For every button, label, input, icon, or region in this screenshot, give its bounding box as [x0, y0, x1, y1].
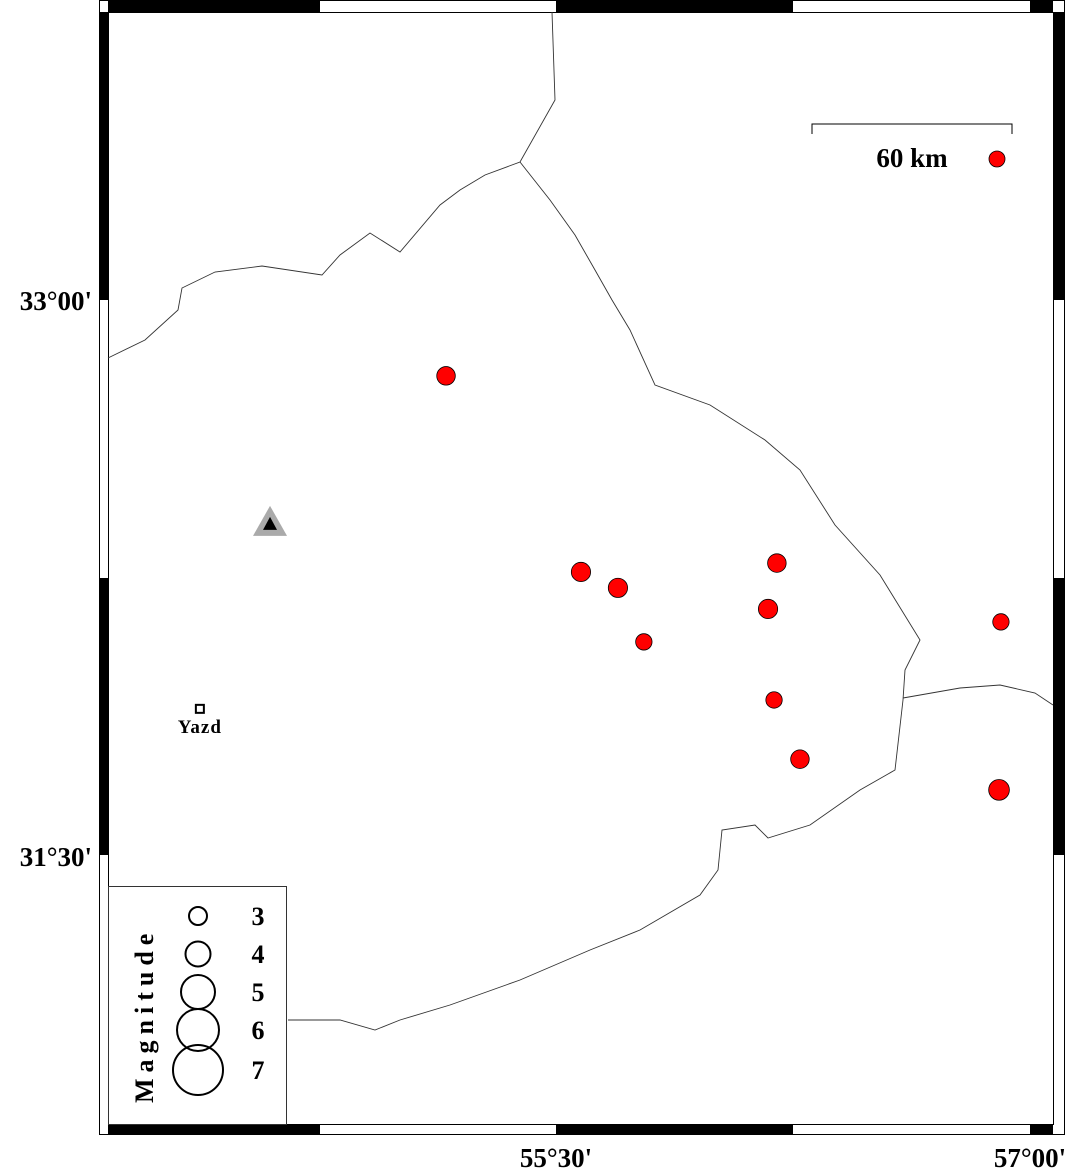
province-boundaries: [107, 11, 1054, 1031]
legend-label-4: 4: [252, 940, 265, 969]
events-layer: [436, 366, 1010, 801]
station-marker: [253, 505, 288, 536]
lon-label-left: 55°30': [520, 1143, 592, 1172]
scale-event-symbol: [988, 150, 1006, 168]
earthquake-event-6: [757, 598, 779, 619]
lon-label-right: 57°00': [994, 1143, 1066, 1172]
triangle-icon: [263, 516, 278, 530]
scale-bar-label: 60 km: [876, 143, 948, 173]
legend-label-3: 3: [252, 902, 265, 931]
city-label: Yazd: [178, 717, 222, 738]
lat-label-top: 33°00': [20, 286, 92, 316]
scale-bar: [811, 123, 1013, 134]
legend-circle-6: [176, 1008, 220, 1052]
earthquake-event-3: [607, 577, 628, 598]
legend-circle-7: [172, 1044, 224, 1096]
boundary-north: [107, 11, 556, 359]
legend-label-7: 7: [252, 1056, 265, 1085]
earthquake-event-1: [436, 366, 456, 386]
legend-box: [108, 886, 287, 1125]
earthquake-event-2: [570, 561, 592, 582]
legend-label-5: 5: [252, 978, 265, 1007]
earthquake-event-7: [992, 613, 1010, 631]
earthquake-event-9: [790, 749, 810, 769]
earthquake-event-10: [988, 779, 1010, 801]
legend-title: Magnitude: [130, 928, 159, 1103]
frame-ticks: [99, 0, 1064, 1135]
legend-circle-4: [184, 940, 212, 968]
earthquake-event-5: [767, 553, 787, 573]
city-square-icon: [194, 703, 205, 714]
boundary-southeast: [902, 684, 1054, 706]
lat-label-bottom: 31°30': [20, 842, 92, 872]
boundary-east: [288, 161, 921, 1031]
earthquake-event-4: [635, 633, 653, 651]
legend-label-6: 6: [252, 1016, 265, 1045]
magnitude-legend: Magnitude 3 4 5 6 7: [108, 886, 287, 1125]
legend-circle-3: [188, 906, 208, 926]
earthquake-event-8: [765, 691, 783, 709]
